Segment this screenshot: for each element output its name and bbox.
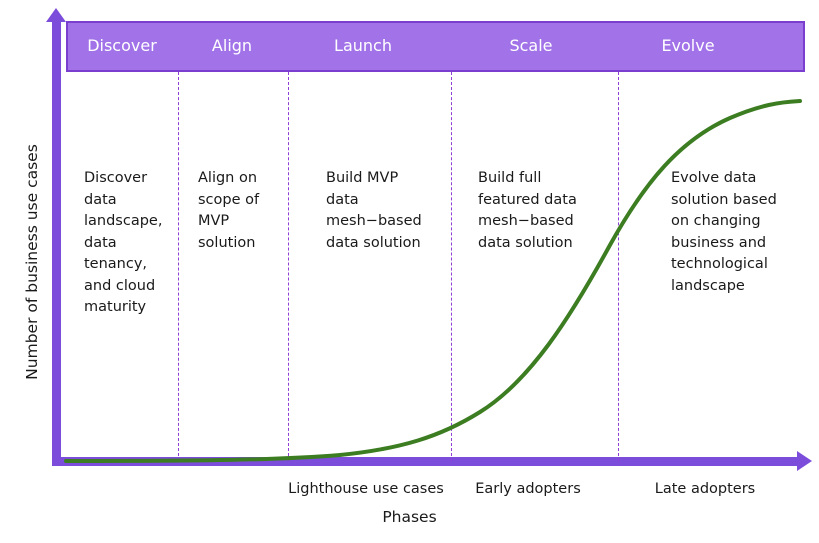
phase-description-launch: Build MVP data mesh−based data solution bbox=[326, 170, 422, 251]
phase-description-scale: Build full featured data mesh−based data… bbox=[478, 170, 577, 251]
phase-label-scale[interactable]: Scale bbox=[509, 36, 553, 55]
phase-label-discover[interactable]: Discover bbox=[87, 36, 157, 55]
x-axis-title: Phases bbox=[382, 508, 437, 526]
phase-description-align: Align on scope of MVP solution bbox=[198, 170, 260, 251]
phase-label-evolve[interactable]: Evolve bbox=[661, 36, 715, 55]
y-axis-arrow-icon bbox=[46, 8, 66, 22]
x-tick-label-late-adopters: Late adopters bbox=[654, 481, 756, 497]
phase-label-align[interactable]: Align bbox=[211, 36, 253, 55]
x-axis-line bbox=[52, 457, 800, 466]
phase-label-container: Discover Align Launch Scale Evolve bbox=[68, 23, 803, 70]
x-tick-label-lighthouse-use-cases: Lighthouse use cases bbox=[288, 481, 444, 497]
phase-description-evolve: Evolve data solution based on changing b… bbox=[671, 170, 777, 294]
y-axis-line bbox=[52, 20, 61, 464]
phase-header-band: Discover Align Launch Scale Evolve bbox=[66, 21, 805, 72]
phase-label-launch[interactable]: Launch bbox=[334, 36, 392, 55]
phase-divider-align-launch bbox=[288, 72, 289, 461]
x-axis-arrow-icon bbox=[797, 451, 812, 471]
phase-description-discover: Discover data landscape, data tenancy, a… bbox=[84, 170, 163, 315]
phase-divider-scale-evolve bbox=[618, 72, 619, 461]
phase-divider-discover-align bbox=[178, 72, 179, 461]
y-axis-title: Number of business use cases bbox=[23, 144, 41, 380]
x-tick-label-early-adopters: Early adopters bbox=[475, 481, 581, 497]
phase-divider-launch-scale bbox=[451, 72, 452, 461]
